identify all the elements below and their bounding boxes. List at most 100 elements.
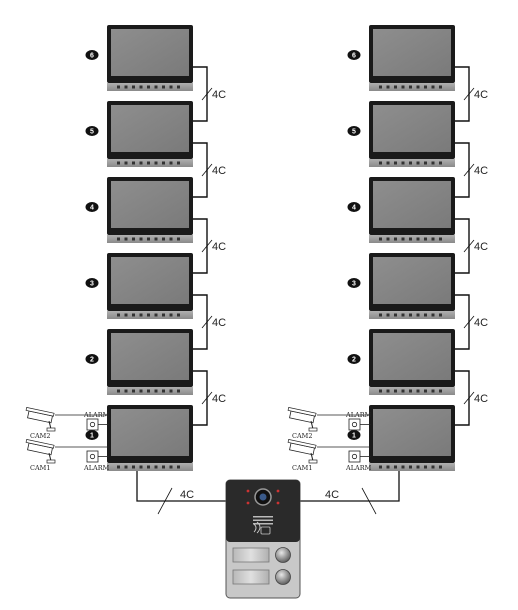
speaker-grille-icon: [253, 523, 273, 525]
monitor-number-label: 5: [90, 129, 94, 136]
wire-label: 4C: [212, 89, 226, 101]
monitor-1: 1: [85, 405, 193, 471]
wire-slash-mark: [463, 391, 475, 405]
control-button-icon: [424, 161, 427, 165]
camera-label: CAM2: [292, 432, 312, 440]
control-button-icon: [177, 389, 180, 393]
link-wire: [455, 370, 470, 426]
control-button-icon: [177, 161, 180, 165]
camera-lens-center-icon: [259, 493, 267, 501]
speaker-grille-icon: [253, 516, 273, 518]
control-button-icon: [379, 465, 382, 469]
camera-base-icon: [46, 427, 56, 432]
control-button-icon: [117, 161, 120, 165]
control-button-icon: [147, 237, 150, 241]
camera-base-icon: [308, 459, 318, 464]
control-button-icon: [409, 85, 412, 89]
control-button-icon: [132, 237, 135, 241]
monitor-number-badge: [85, 354, 99, 364]
wire-label: 4C: [325, 489, 339, 501]
monitor-5: 5: [85, 101, 193, 167]
wire-label: 4C: [212, 241, 226, 253]
rfid-card-icon: [260, 526, 271, 535]
speaker-grille-icon: [253, 519, 273, 521]
monitor-number-badge: [347, 50, 361, 60]
control-button-icon: [409, 389, 412, 393]
monitor-number-badge: [85, 430, 99, 440]
wire-slash-mark: [201, 87, 213, 101]
control-button-icon: [139, 161, 143, 165]
control-button-icon: [431, 237, 435, 241]
control-button-icon: [162, 161, 165, 165]
control-button-icon: [424, 389, 427, 393]
control-button-icon: [154, 389, 158, 393]
control-button-icon: [154, 161, 158, 165]
control-button-icon: [154, 237, 158, 241]
control-button-icon: [147, 465, 150, 469]
monitor-number-label: 1: [90, 433, 94, 440]
control-button-icon: [401, 389, 405, 393]
control-button-icon: [147, 161, 150, 165]
control-button-icon: [431, 313, 435, 317]
control-button-icon: [117, 389, 120, 393]
control-button-icon: [139, 313, 143, 317]
monitor-number-label: 3: [90, 281, 94, 288]
monitor-4: 4: [85, 177, 193, 243]
link-wire: [455, 66, 470, 122]
monitor-number-label: 2: [90, 357, 94, 364]
monitor-4: 4: [347, 177, 455, 243]
control-button-icon: [431, 465, 435, 469]
control-button-icon: [401, 237, 405, 241]
control-button-icon: [386, 313, 390, 317]
control-button-icon: [416, 465, 420, 469]
control-button-icon: [124, 161, 128, 165]
monitor-number-label: 3: [352, 281, 356, 288]
monitor-2: 2: [85, 329, 193, 395]
wire-label: 4C: [212, 165, 226, 177]
ir-led-icon: [246, 489, 250, 493]
link-wire: [193, 218, 208, 274]
monitor-number-label: 6: [352, 53, 356, 60]
wire-slash-mark: [463, 87, 475, 101]
monitor-number-badge: [347, 126, 361, 136]
monitor-number-badge: [85, 278, 99, 288]
alarm-sensor-icon: [348, 450, 361, 463]
control-button-icon: [409, 313, 412, 317]
control-button-icon: [162, 465, 165, 469]
control-button-icon: [154, 313, 158, 317]
control-button-icon: [169, 389, 173, 393]
control-button-icon: [132, 85, 135, 89]
monitor-screen: [111, 333, 189, 380]
control-button-icon: [169, 85, 173, 89]
control-button-icon: [177, 313, 180, 317]
control-button-icon: [439, 389, 442, 393]
wire-slash-mark: [201, 239, 213, 253]
control-button-icon: [132, 389, 135, 393]
control-button-icon: [394, 313, 397, 317]
name-plate: [232, 547, 270, 563]
control-button-icon: [154, 85, 158, 89]
camera-label: CAM1: [292, 464, 312, 472]
camera-hood-icon: [25, 407, 55, 417]
control-button-icon: [162, 389, 165, 393]
monitor-5: 5: [347, 101, 455, 167]
wire-slash-mark: [463, 163, 475, 177]
monitor-screen: [373, 181, 451, 228]
control-button-icon: [401, 465, 405, 469]
control-button-icon: [177, 237, 180, 241]
control-button-icon: [409, 161, 412, 165]
name-plate: [232, 569, 270, 585]
monitor-screen: [373, 333, 451, 380]
wire-slash-mark: [201, 163, 213, 177]
wire-label: 4C: [474, 165, 488, 177]
control-button-icon: [416, 237, 420, 241]
door-station: [225, 479, 301, 599]
control-button-icon: [139, 465, 143, 469]
control-button-icon: [169, 313, 173, 317]
camera-hood-icon: [287, 407, 317, 417]
monitor-screen: [111, 257, 189, 304]
